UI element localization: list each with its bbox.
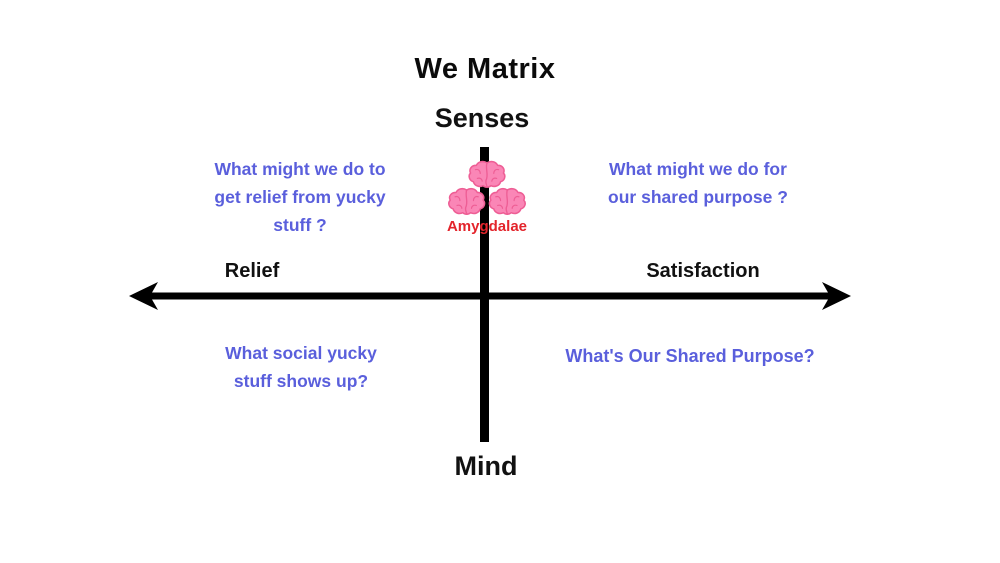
- axis-label-senses: Senses: [434, 103, 530, 133]
- arrow-left-icon: [129, 282, 158, 310]
- axis-label-satisfaction: Satisfaction: [646, 260, 760, 282]
- brains-icon: [448, 160, 526, 215]
- quadrant-question-bottom-left: What social yucky stuff shows up?: [225, 343, 377, 391]
- axis-label-mind: Mind: [454, 451, 518, 481]
- arrow-right-icon: [822, 282, 851, 310]
- center-group: Amygdalae: [445, 160, 529, 235]
- quadrant-question-bottom-right: What's Our Shared Purpose?: [565, 346, 815, 366]
- amygdalae-label: Amygdalae: [446, 218, 528, 235]
- quadrant-question-top-left: What might we do to get relief from yuck…: [214, 159, 386, 235]
- page-title: We Matrix: [414, 53, 556, 85]
- quadrant-question-top-right: What might we do for our shared purpose …: [608, 159, 788, 207]
- axis-label-relief: Relief: [224, 260, 280, 282]
